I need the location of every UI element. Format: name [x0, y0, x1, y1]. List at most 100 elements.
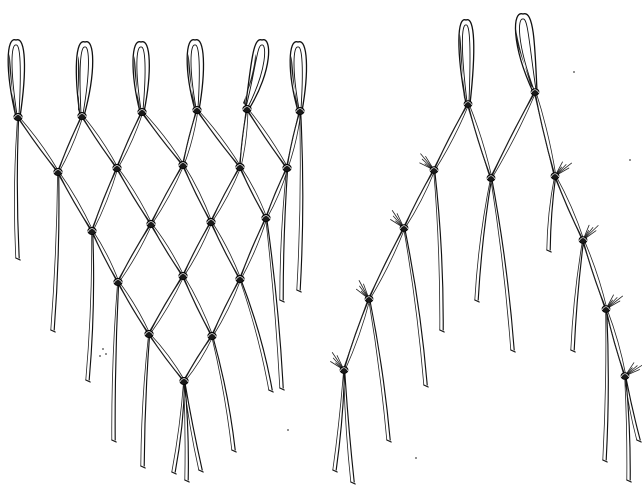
knot — [283, 164, 291, 171]
tail-strand — [574, 240, 583, 350]
cord-strand — [196, 111, 239, 168]
cord-strand — [151, 165, 183, 224]
cord-strand — [198, 110, 241, 167]
net-cord — [239, 218, 267, 280]
cord-strand — [211, 279, 239, 336]
cord-strand — [148, 276, 182, 334]
hanging-tail — [184, 381, 204, 472]
net-cord — [210, 167, 241, 223]
cord-strand — [288, 111, 301, 168]
cord-strand — [239, 218, 265, 279]
ink-speck — [629, 159, 631, 161]
chain-cord — [403, 170, 435, 229]
cord-strand — [240, 167, 266, 218]
tail-strand — [404, 228, 424, 385]
tail-strand — [491, 178, 511, 350]
cord-strand — [183, 110, 197, 165]
cord-strand — [344, 299, 369, 370]
hanging-tail — [240, 279, 274, 392]
ink-speck — [102, 348, 104, 350]
cord-strand — [240, 218, 266, 279]
cord-strand — [182, 110, 196, 165]
cord-strand — [118, 168, 152, 224]
cord-strand — [151, 224, 183, 276]
cord-strand — [91, 168, 116, 231]
cord-strand — [534, 92, 554, 176]
chain-cord — [433, 104, 469, 171]
cord-strand — [150, 225, 182, 277]
cord-strand — [405, 170, 435, 228]
knot — [113, 164, 121, 171]
knot — [243, 105, 251, 112]
cord-strand — [91, 231, 117, 282]
cord-strand — [184, 110, 198, 165]
knot — [430, 167, 438, 174]
cord-strand — [148, 335, 183, 382]
tail-strand — [344, 370, 351, 482]
knot — [179, 161, 187, 168]
cord-strand — [467, 104, 490, 178]
net-cord — [91, 231, 119, 283]
cord-loop — [187, 40, 203, 110]
cord-strand — [152, 165, 184, 224]
knot — [551, 173, 559, 180]
cord-loop — [515, 14, 537, 92]
cord-strand — [210, 222, 239, 279]
loop-outline — [459, 20, 474, 104]
cord-strand — [468, 104, 491, 178]
knot — [400, 225, 408, 232]
cord-strand — [345, 299, 370, 370]
cord-strand — [555, 176, 583, 240]
chain-cord — [534, 92, 556, 176]
loop-outline — [515, 14, 537, 92]
cord-strand — [185, 337, 213, 382]
cord-strand — [184, 222, 212, 276]
cord-loop — [290, 42, 306, 111]
tail-strand — [297, 111, 300, 290]
tail-strand — [606, 309, 608, 460]
cord-strand — [584, 240, 607, 309]
cord-strand — [583, 240, 606, 309]
hanging-tail — [369, 299, 392, 442]
cord-strand — [149, 276, 183, 334]
cord-strand — [119, 225, 152, 283]
net-cord — [210, 222, 241, 280]
left-net-panel — [8, 40, 306, 482]
cord-strand — [212, 167, 241, 222]
cord-strand — [554, 176, 582, 240]
ink-speck — [415, 457, 417, 459]
cord-strand — [211, 222, 240, 279]
cord-strand — [607, 309, 626, 376]
cord-strand — [404, 170, 434, 228]
cord-strand — [266, 168, 287, 218]
knot — [262, 214, 270, 221]
cord-strand — [58, 116, 82, 172]
cord-strand — [92, 168, 117, 231]
chain-cord — [368, 228, 405, 300]
hanging-tail — [14, 117, 20, 260]
hanging-tail — [212, 336, 237, 452]
net-cord — [239, 167, 267, 219]
cord-strand — [556, 176, 584, 240]
cord-strand — [141, 113, 182, 166]
ink-speck — [573, 71, 575, 73]
tail-strand — [405, 228, 428, 385]
hanging-tail — [184, 381, 190, 482]
cord-strand — [152, 224, 184, 276]
knot — [138, 108, 146, 115]
hanging-tail — [603, 309, 609, 462]
hanging-tail — [333, 370, 345, 472]
knot — [179, 272, 187, 279]
cord-strand — [150, 334, 185, 381]
tail-strand — [51, 172, 58, 330]
hanging-tail — [112, 282, 119, 442]
net-cord — [117, 224, 152, 283]
hanging-tail — [491, 178, 516, 352]
cord-strand — [535, 92, 555, 176]
net-cord — [239, 109, 248, 167]
hanging-tail — [625, 376, 642, 442]
net-cord — [182, 222, 212, 277]
hanging-tail — [404, 228, 429, 387]
cord-strand — [92, 231, 118, 282]
ink-speck — [99, 355, 101, 357]
